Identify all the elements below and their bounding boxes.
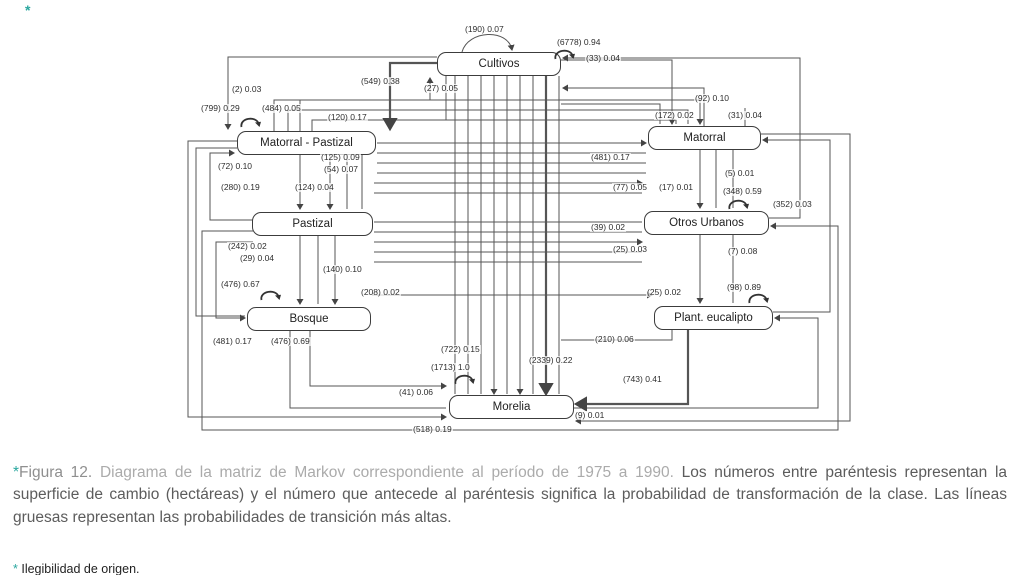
edge-label: (29) 0.04 xyxy=(239,253,276,263)
edge-label: (2339) 0.22 xyxy=(528,355,574,365)
edge-label: (27) 0.05 xyxy=(423,83,460,93)
edge-label: (92) 0.10 xyxy=(694,93,731,103)
edge-label: (6778) 0.94 xyxy=(556,37,602,47)
edge-label: (481) 0.17 xyxy=(212,336,253,346)
node-bosque: Bosque xyxy=(247,307,371,331)
figure-label: Figura 12. xyxy=(19,463,93,481)
edge-label: (140) 0.10 xyxy=(322,264,363,274)
edge-label: (125) 0.09 xyxy=(320,152,361,162)
node-matorral-pastizal: Matorral - Pastizal xyxy=(237,131,376,155)
edge-label: (5) 0.01 xyxy=(724,168,756,178)
node-otros-urbanos: Otros Urbanos xyxy=(644,211,769,235)
edge-label: (72) 0.10 xyxy=(217,161,254,171)
edge-label: (799) 0.29 xyxy=(200,103,241,113)
edge-label: (242) 0.02 xyxy=(227,241,268,251)
caption-asterisk: * xyxy=(13,463,20,481)
edge-label: (208) 0.02 xyxy=(360,287,401,297)
node-cultivos: Cultivos xyxy=(437,52,561,76)
edge-label: (120) 0.17 xyxy=(327,112,368,122)
edge-label: (54) 0.07 xyxy=(323,164,360,174)
edge-label: (1713) 1.0 xyxy=(430,362,471,372)
edge-label: (352) 0.03 xyxy=(772,199,813,209)
node-pastizal: Pastizal xyxy=(252,212,373,236)
edge-label: (7) 0.08 xyxy=(727,246,759,256)
edge-label: (210) 0.06 xyxy=(594,334,635,344)
figure-caption: *Figura 12. Diagrama de la matriz de Mar… xyxy=(13,462,1007,530)
edge-label: (280) 0.19 xyxy=(220,182,261,192)
edge-label: (190) 0.07 xyxy=(464,24,505,34)
edge-label: (98) 0.89 xyxy=(726,282,763,292)
edge-label: (172) 0.02 xyxy=(654,110,695,120)
edge-label: (9) 0.01 xyxy=(574,410,606,420)
edge-label: (41) 0.06 xyxy=(398,387,435,397)
node-morelia: Morelia xyxy=(449,395,574,419)
self-loop-icon xyxy=(552,46,576,66)
edge-label: (39) 0.02 xyxy=(590,222,627,232)
edge-label: (2) 0.03 xyxy=(231,84,263,94)
edge-label: (25) 0.02 xyxy=(646,287,683,297)
caption-text: Los números entre paréntesis representan… xyxy=(13,463,1008,526)
self-loop-icon xyxy=(258,287,282,307)
edge-label: (124) 0.04 xyxy=(294,182,335,192)
footnote-asterisk: * xyxy=(13,561,18,575)
edge-label: (549) 0.38 xyxy=(360,76,401,86)
edge-label: (476) 0.67 xyxy=(220,279,261,289)
edge-label: (518) 0.19 xyxy=(412,424,453,434)
edge-label: (484) 0.05 xyxy=(261,103,302,113)
node-plant-eucalipto: Plant. eucalipto xyxy=(654,306,773,330)
self-loop-icon xyxy=(238,114,262,134)
edge-label: (348) 0.59 xyxy=(722,186,763,196)
edge-label: (476) 0.69 xyxy=(270,336,311,346)
edge-label: (25) 0.03 xyxy=(612,244,649,254)
caption-faded-text: Diagrama de la matriz de Markov correspo… xyxy=(99,463,674,481)
node-matorral: Matorral xyxy=(648,126,761,150)
self-loop-icon xyxy=(452,371,476,391)
footnote: * Ilegibilidad de origen. xyxy=(13,562,140,575)
edge-label: (481) 0.17 xyxy=(590,152,631,162)
footnote-text: Ilegibilidad de origen. xyxy=(21,561,140,575)
self-loop-icon xyxy=(746,290,770,310)
edge-label: (17) 0.01 xyxy=(658,182,695,192)
corner-scan-mark: * xyxy=(25,2,31,18)
edge-label: (31) 0.04 xyxy=(727,110,764,120)
self-loop-icon xyxy=(726,196,750,216)
edge-label: (33) 0.04 xyxy=(585,53,622,63)
edge-label: (722) 0.15 xyxy=(440,344,481,354)
edge-label: (77) 0.05 xyxy=(612,182,649,192)
edge-label: (743) 0.41 xyxy=(622,374,663,384)
